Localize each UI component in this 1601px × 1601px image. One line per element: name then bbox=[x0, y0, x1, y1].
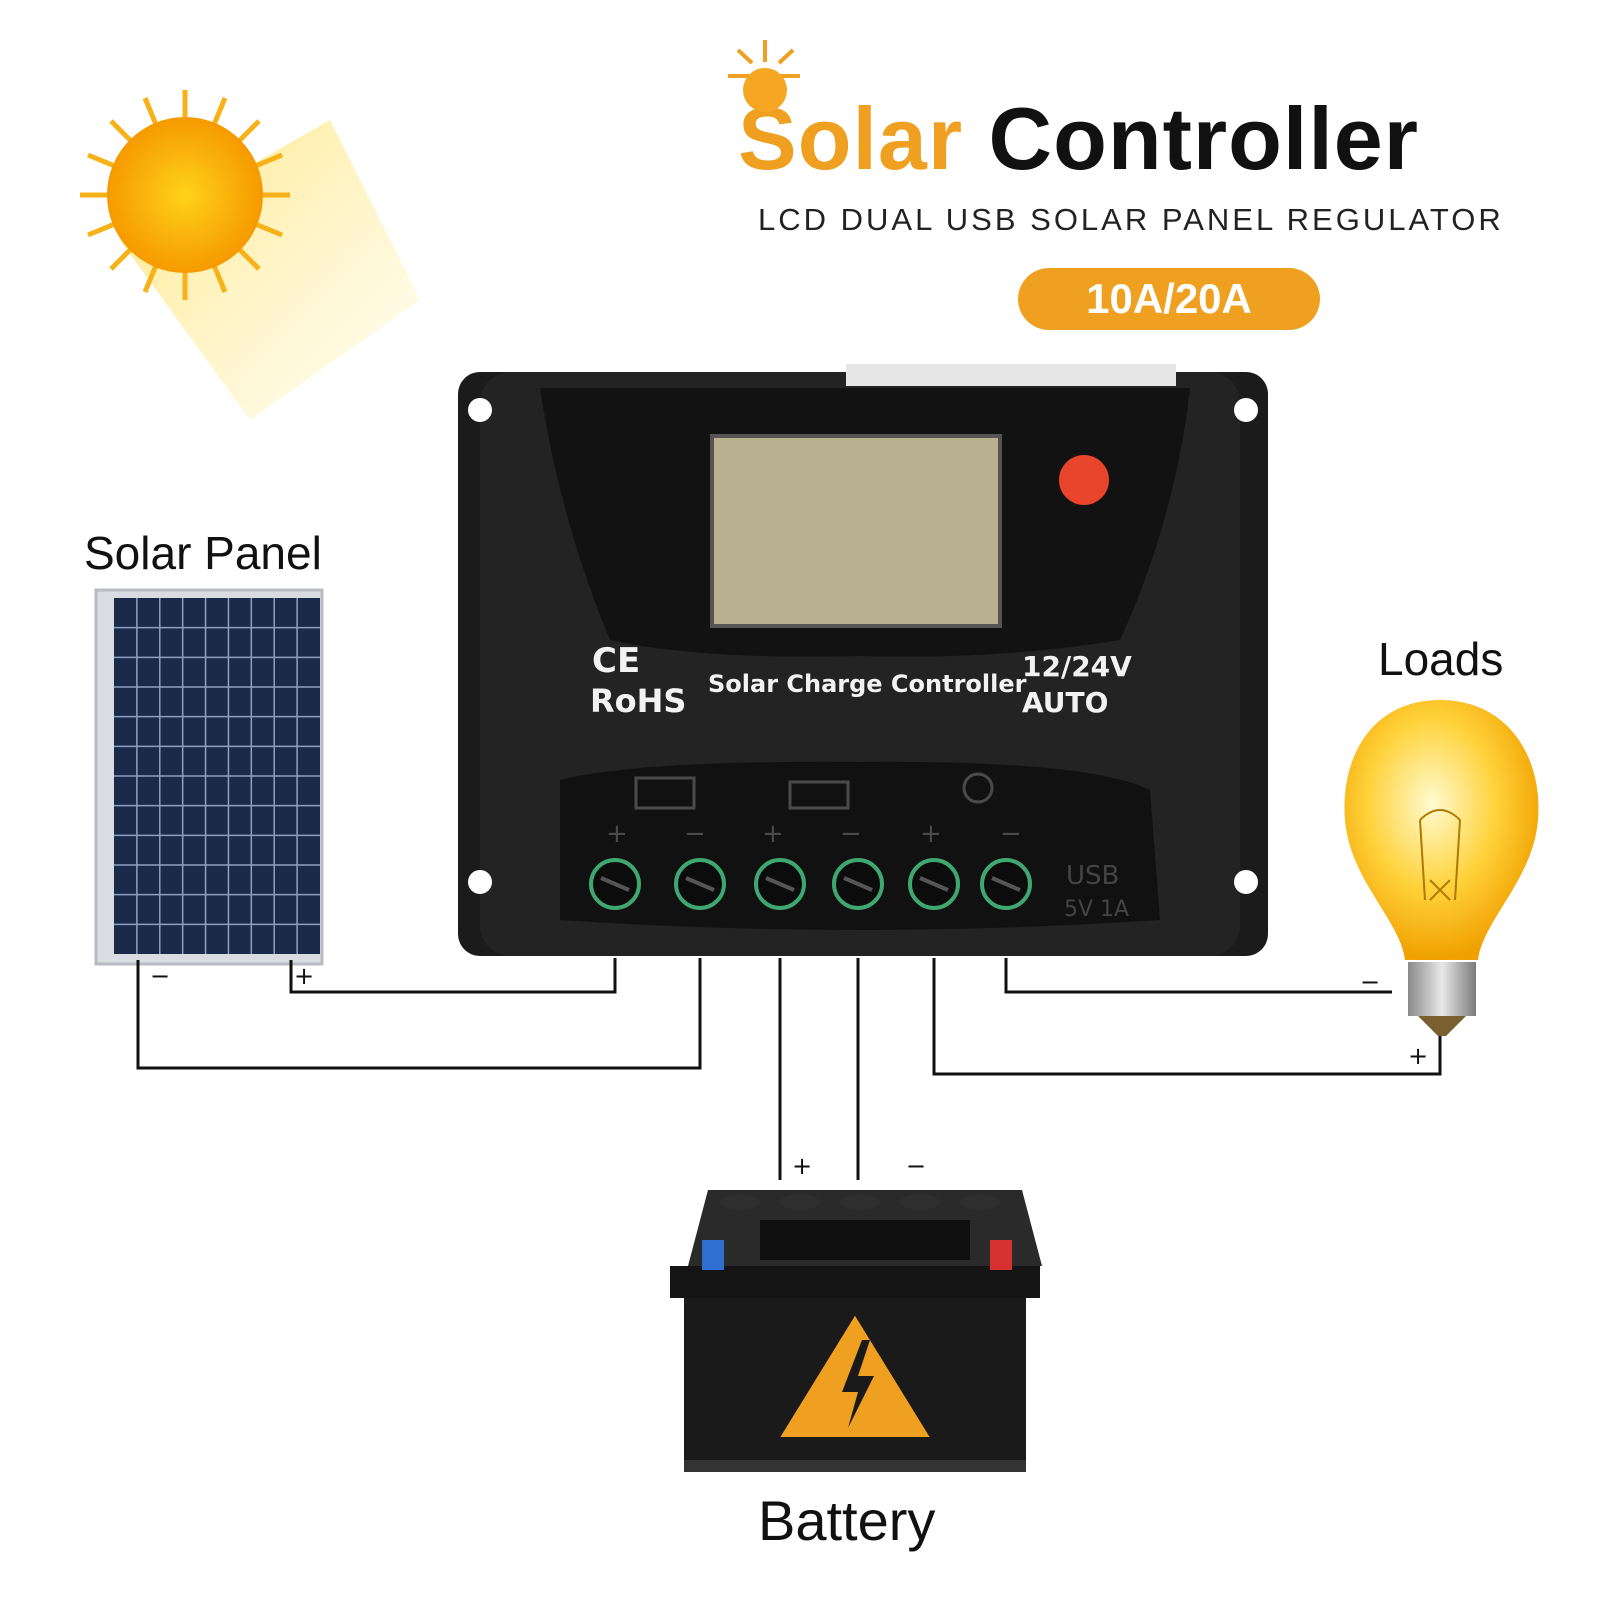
menu-button[interactable] bbox=[1059, 455, 1109, 505]
panel-minus-mark: − bbox=[150, 962, 170, 990]
voltage-label: 12/24V bbox=[1022, 650, 1132, 683]
light-bulb-icon bbox=[1344, 700, 1539, 1036]
terminal-screw-3[interactable] bbox=[754, 858, 806, 910]
usb-label: USB bbox=[1066, 861, 1119, 891]
term-batt-minus: − bbox=[840, 819, 862, 849]
battery-negative-post bbox=[702, 1240, 724, 1270]
term-load-minus: − bbox=[1000, 819, 1022, 849]
mount-hole-bl bbox=[468, 870, 492, 894]
panel-plus-mark: + bbox=[294, 962, 314, 990]
warning-icon bbox=[769, 1304, 941, 1443]
terminal-screw-2[interactable] bbox=[674, 858, 726, 910]
terminal-screw-4[interactable] bbox=[832, 858, 884, 910]
battery-label: Battery bbox=[758, 1489, 936, 1552]
battery-positive-post bbox=[990, 1240, 1012, 1270]
solar-panel-label: Solar Panel bbox=[84, 527, 322, 579]
term-load-plus: + bbox=[920, 819, 942, 849]
terminal-screw-5[interactable] bbox=[908, 858, 960, 910]
wire-panel-negative bbox=[136, 958, 702, 1070]
page-subtitle: LCD DUAL USB SOLAR PANEL REGULATOR bbox=[758, 202, 1504, 237]
lcd-screen bbox=[710, 434, 1002, 628]
mode-label: AUTO bbox=[1022, 686, 1108, 719]
usb-rating: 5V 1A bbox=[1064, 897, 1129, 922]
terminal-screw-1[interactable] bbox=[589, 858, 641, 910]
current-rating-badge: 10A/20A bbox=[1018, 268, 1320, 330]
battery-plus-mark: + bbox=[792, 1152, 812, 1180]
terminal-screw-6[interactable] bbox=[980, 858, 1032, 910]
mount-hole-tl bbox=[468, 398, 492, 422]
controller-name: Solar Charge Controller bbox=[708, 670, 1027, 698]
title-word-controller: Controller bbox=[988, 89, 1419, 188]
wire-panel-positive bbox=[289, 958, 617, 994]
ce-mark: CE bbox=[592, 641, 640, 681]
mount-hole-br bbox=[1234, 870, 1258, 894]
wire-load-negative bbox=[1004, 958, 1392, 994]
loads-label: Loads bbox=[1378, 633, 1504, 685]
battery-minus-mark: − bbox=[906, 1152, 926, 1180]
sun-icon bbox=[80, 90, 420, 420]
rohs-mark: RoHS bbox=[590, 682, 686, 720]
load-minus-mark: − bbox=[1360, 968, 1380, 996]
page-title: Solar Controller bbox=[738, 88, 1419, 190]
term-solar-plus: + bbox=[606, 819, 628, 849]
solar-panel-icon bbox=[94, 588, 324, 966]
wires bbox=[136, 958, 1442, 1180]
battery-icon bbox=[670, 1190, 1042, 1472]
term-solar-minus: − bbox=[684, 819, 706, 849]
mount-hole-tr bbox=[1234, 398, 1258, 422]
term-batt-plus: + bbox=[762, 819, 784, 849]
terminal-battery-icon bbox=[788, 780, 850, 810]
wire-load-positive bbox=[932, 958, 1442, 1076]
terminal-load-icon bbox=[962, 772, 994, 804]
terminal-solar-icon bbox=[634, 776, 696, 810]
load-plus-mark: + bbox=[1408, 1042, 1428, 1070]
charge-controller: CE RoHS Solar Charge Controller 12/24V A… bbox=[458, 364, 1268, 956]
title-sun-icon bbox=[728, 40, 800, 112]
